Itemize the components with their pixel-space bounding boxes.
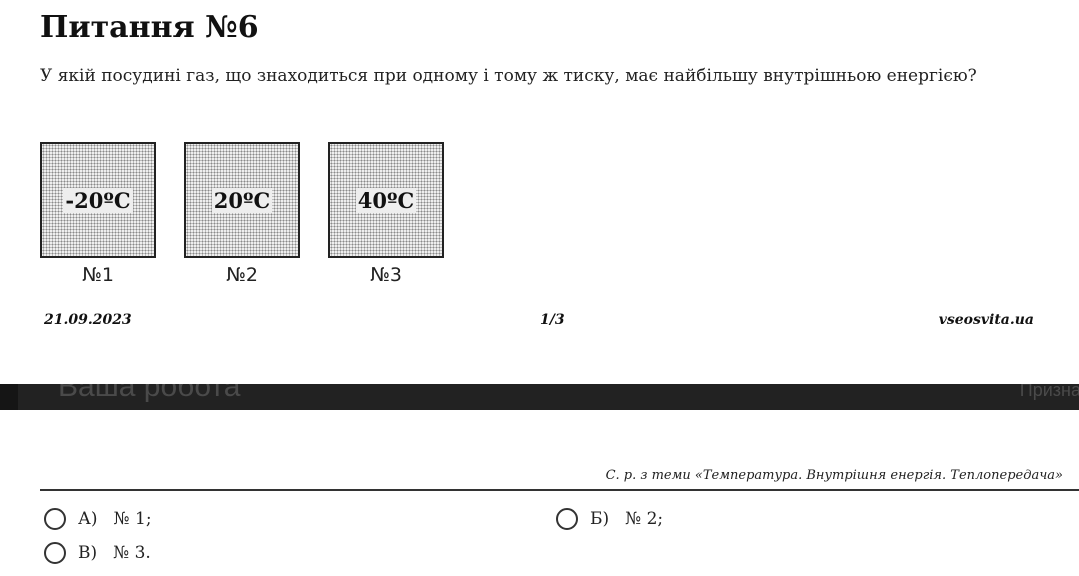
vessel-temperature: 40ºC <box>355 187 417 213</box>
vessel-2: 20ºC №2 <box>184 142 300 286</box>
vessel-temperature: -20ºC <box>63 187 133 213</box>
sticky-header-right-text[interactable]: Призна <box>1019 384 1079 400</box>
document-page-bottom: С. р. з теми «Температура. Внутрішня ене… <box>0 410 1079 576</box>
sticky-header-bar: Ваша робота Призна <box>0 384 1079 410</box>
answer-letter: Б) <box>590 509 610 529</box>
question-title: Питання №6 <box>40 10 259 45</box>
sticky-header-edge <box>0 384 18 410</box>
header-divider <box>40 489 1079 491</box>
radio-button[interactable] <box>44 542 66 564</box>
footer-date: 21.09.2023 <box>44 312 132 328</box>
vessel-label: №3 <box>370 264 402 286</box>
question-text: У якій посудині газ, що знаходиться при … <box>40 66 977 86</box>
vessel-temperature: 20ºC <box>211 187 273 213</box>
radio-button[interactable] <box>556 508 578 530</box>
answer-option-a[interactable]: А) № 1; <box>44 508 152 530</box>
vessel-3: 40ºC №3 <box>328 142 444 286</box>
vessel-label: №1 <box>82 264 114 286</box>
vessel-label: №2 <box>226 264 258 286</box>
footer-site: vseosvita.ua <box>938 312 1034 328</box>
answer-option-c[interactable]: В) № 3. <box>44 542 151 564</box>
vessel-1: -20ºC №1 <box>40 142 156 286</box>
vessels-figure: -20ºC №1 20ºC №2 40ºC №3 <box>40 142 460 292</box>
vessel-box: -20ºC <box>40 142 156 258</box>
answer-letter: В) <box>78 543 98 563</box>
document-page-top: Питання №6 У якій посудині газ, що знахо… <box>40 10 1034 332</box>
sticky-header-title: Ваша робота <box>58 384 241 403</box>
running-header: С. р. з теми «Температура. Внутрішня ене… <box>605 468 1063 483</box>
answer-text: № 3. <box>113 543 151 563</box>
vessel-box: 20ºC <box>184 142 300 258</box>
answer-text: № 1; <box>113 509 152 529</box>
footer-page-number: 1/3 <box>540 312 565 328</box>
answer-option-b[interactable]: Б) № 2; <box>556 508 663 530</box>
vessel-box: 40ºC <box>328 142 444 258</box>
answer-text: № 2; <box>625 509 664 529</box>
page-footer: 21.09.2023 1/3 vseosvita.ua <box>44 312 1034 332</box>
answer-letter: А) <box>78 509 98 529</box>
radio-button[interactable] <box>44 508 66 530</box>
